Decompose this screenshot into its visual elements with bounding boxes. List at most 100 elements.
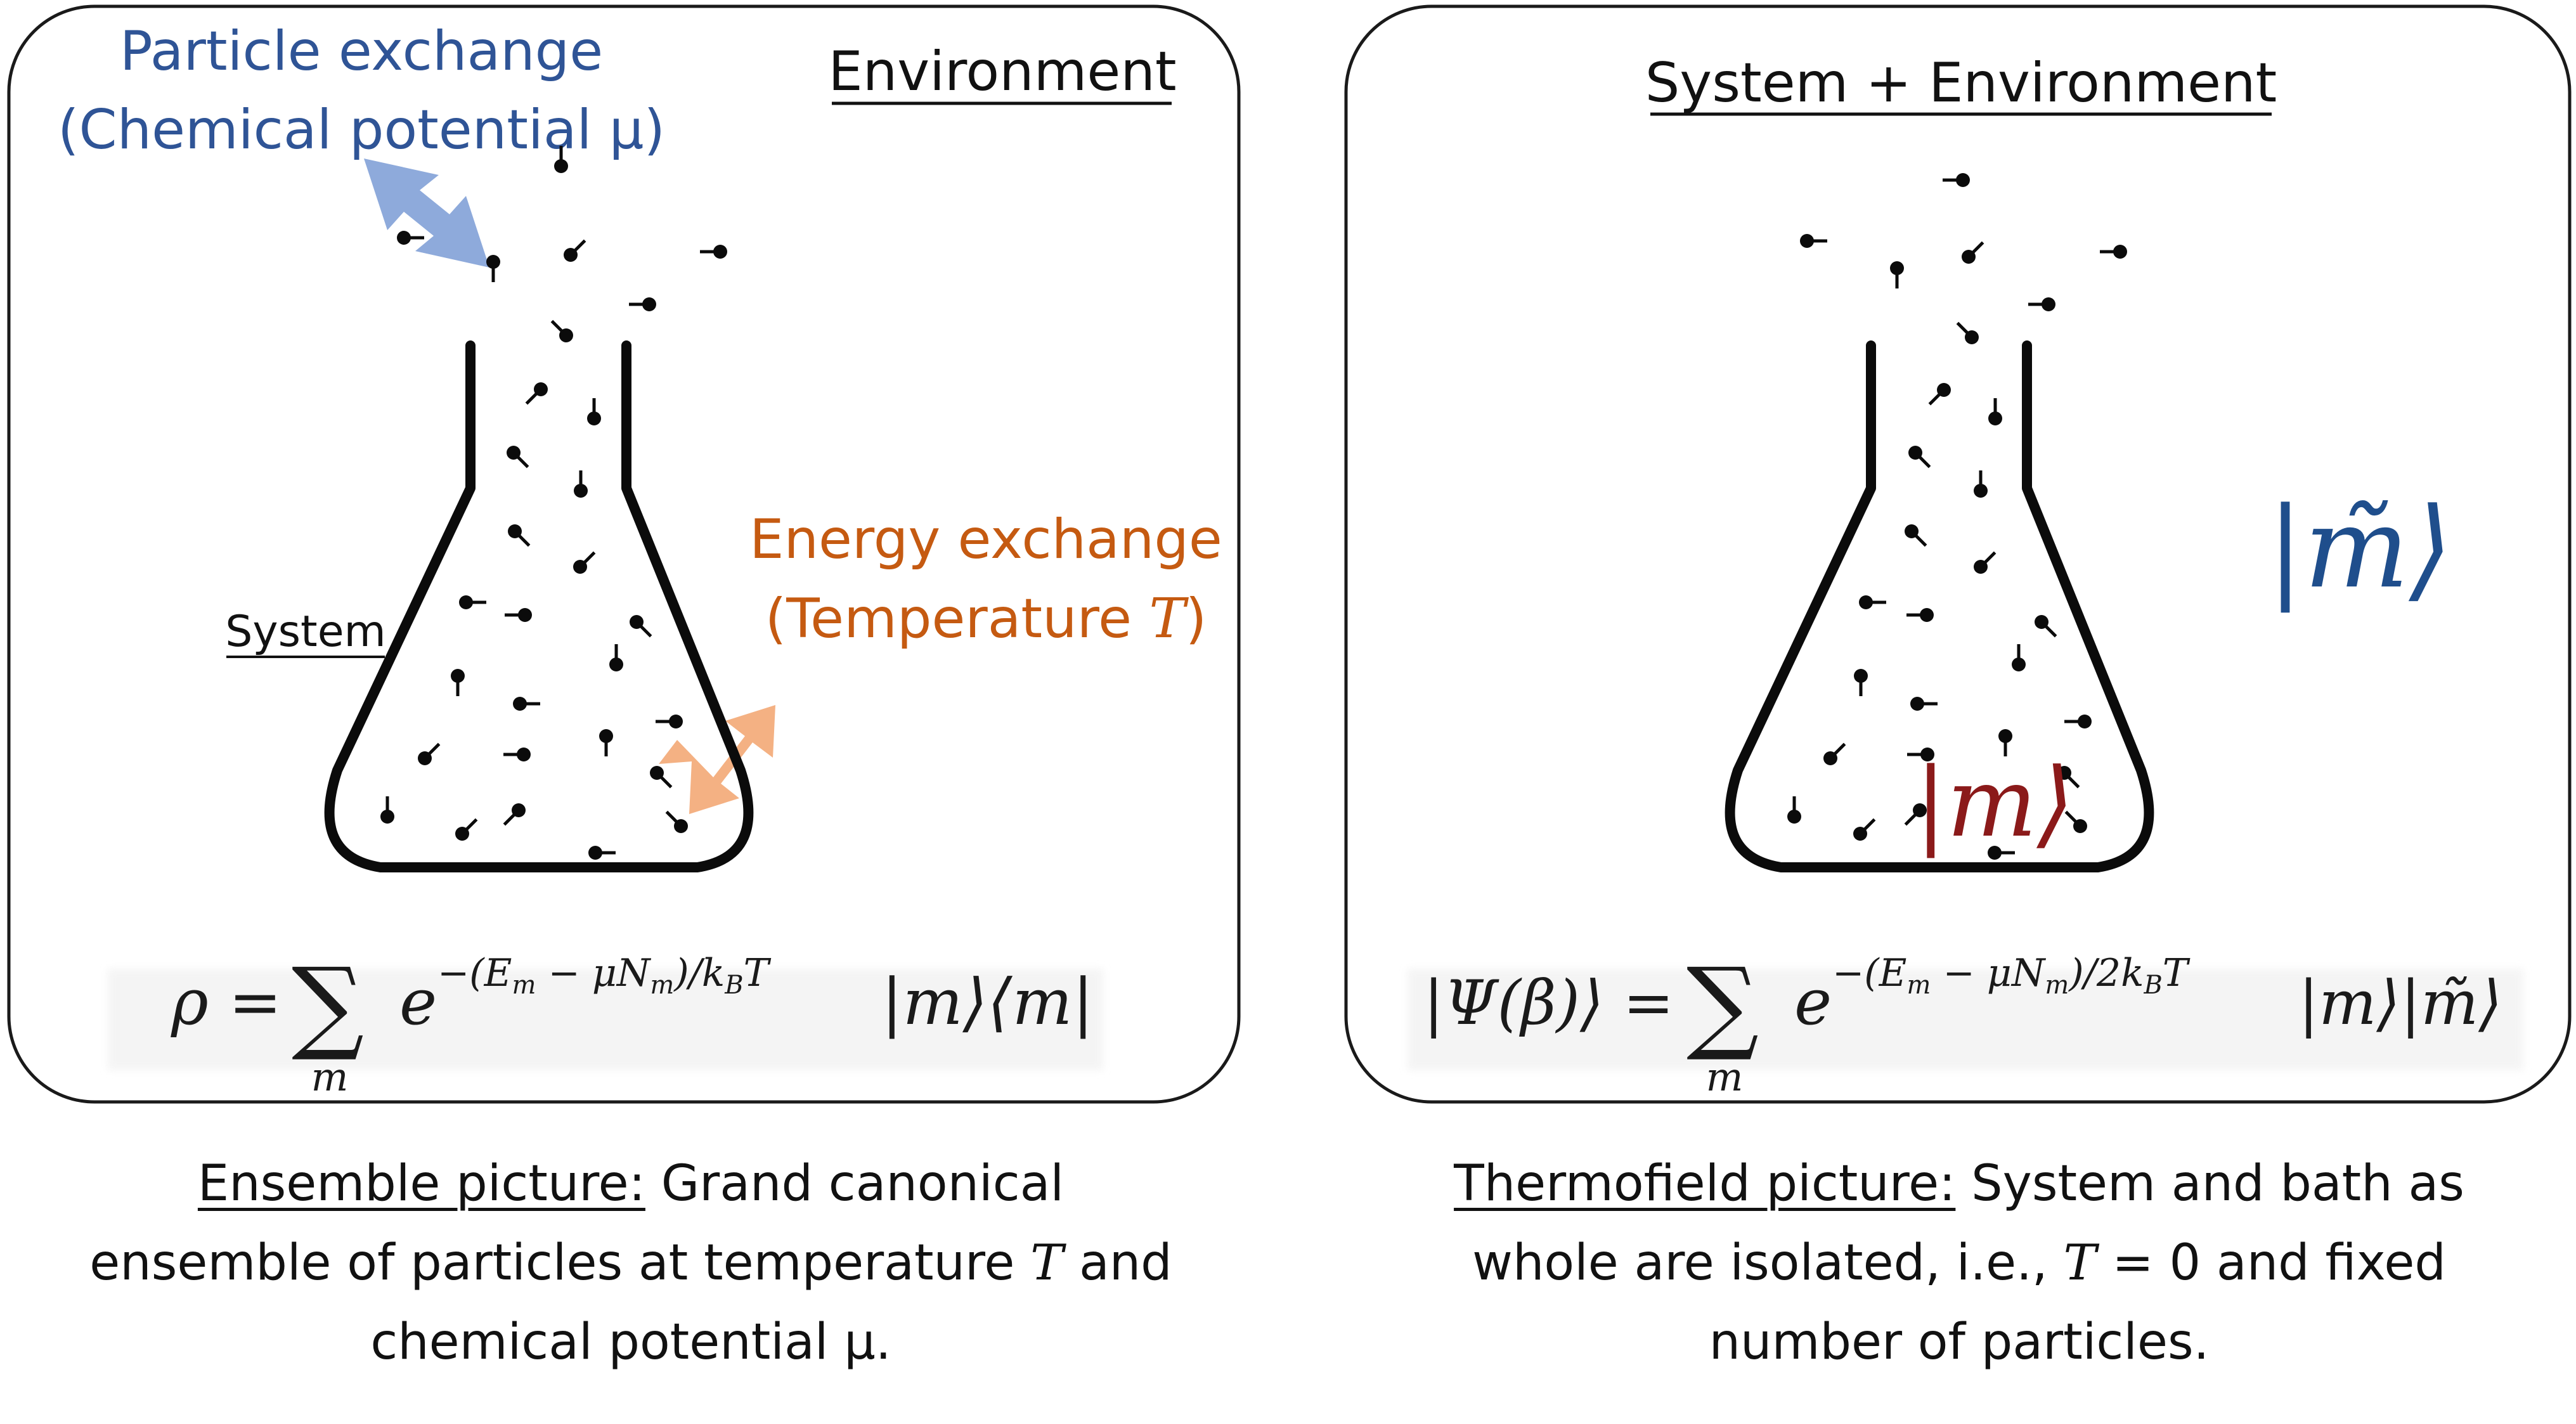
thermofield-caption: Thermofield picture: System and bath as … bbox=[1347, 1144, 2571, 1382]
particle bbox=[455, 827, 469, 841]
particle bbox=[1962, 250, 1976, 264]
particle bbox=[713, 245, 727, 259]
particle bbox=[486, 255, 500, 269]
particle bbox=[517, 748, 531, 761]
particle bbox=[451, 669, 465, 683]
thermofield-caption-heading: Thermofield picture: bbox=[1454, 1155, 1956, 1212]
particle bbox=[1908, 446, 1922, 460]
particle bbox=[554, 159, 568, 173]
formula-projector: |m⟩⟨m| bbox=[881, 965, 1094, 1039]
ensemble-caption-line2: ensemble of particles at temperature T a… bbox=[89, 1234, 1172, 1291]
energy-exchange-arrow bbox=[659, 705, 775, 814]
particle bbox=[1988, 846, 2002, 860]
formula-sum: ∑ bbox=[292, 945, 364, 1064]
flask bbox=[324, 340, 754, 872]
particle bbox=[2042, 297, 2055, 311]
particles-right bbox=[1787, 173, 2127, 860]
particle bbox=[1974, 484, 1988, 498]
particle bbox=[1913, 803, 1927, 817]
particle bbox=[2035, 615, 2049, 629]
particle bbox=[380, 810, 394, 824]
particle bbox=[1905, 524, 1919, 538]
particle bbox=[2078, 715, 2092, 728]
right-panel-frame bbox=[1344, 4, 2572, 1104]
energy-exchange-subtitle: (Temperature T) bbox=[765, 587, 1207, 651]
particle bbox=[534, 382, 548, 396]
ensemble-caption-heading: Ensemble picture: bbox=[197, 1155, 645, 1212]
particle bbox=[418, 751, 432, 765]
particle bbox=[650, 766, 664, 780]
particle bbox=[1787, 810, 1801, 824]
particle bbox=[1800, 234, 1814, 248]
particle bbox=[599, 729, 613, 743]
ket-m: |m⟩ bbox=[1915, 748, 2074, 858]
thermofield-caption-line3: number of particles. bbox=[1709, 1314, 2210, 1371]
particle bbox=[512, 803, 526, 817]
particle bbox=[1920, 608, 1934, 622]
left-panel: Environment Particle exchange (Chemical … bbox=[7, 4, 1241, 1104]
tfd-ket-product: |m⟩|m̃⟩ bbox=[2298, 968, 2502, 1039]
ensemble-caption-line3: chemical potential μ. bbox=[370, 1314, 891, 1371]
particle bbox=[559, 328, 573, 342]
ensemble-formula: ρ = ∑ m e −(Em − μNm)/kBT |m⟩⟨m| bbox=[171, 945, 1094, 1100]
particle bbox=[1988, 411, 2002, 425]
particle bbox=[642, 297, 656, 311]
particle bbox=[2113, 245, 2127, 259]
particle bbox=[1859, 595, 1873, 609]
particle bbox=[1890, 261, 1904, 275]
tfd-exp-base: e bbox=[1794, 965, 1832, 1039]
particle bbox=[513, 697, 527, 711]
flask-right bbox=[1725, 340, 2154, 872]
particle-exchange-arrow bbox=[364, 159, 489, 268]
particle bbox=[564, 248, 578, 262]
particle bbox=[587, 411, 601, 425]
particle bbox=[2057, 766, 2071, 780]
particle bbox=[674, 819, 688, 833]
thermofield-formula: |Ψ(β)⟩ = ∑ m e −(Em − μNm)/2kBT |m⟩|m̃⟩ bbox=[1423, 945, 2502, 1100]
particle bbox=[518, 608, 532, 622]
tfd-lhs: |Ψ(β)⟩ = bbox=[1423, 968, 1674, 1039]
particle bbox=[573, 560, 587, 574]
particle bbox=[1974, 560, 1988, 574]
tfd-sum: ∑ bbox=[1686, 945, 1759, 1064]
formula-lhs: ρ = bbox=[171, 965, 282, 1039]
particle bbox=[397, 231, 411, 245]
particle bbox=[1854, 669, 1868, 683]
particle bbox=[1998, 729, 2012, 743]
particle bbox=[2073, 819, 2087, 833]
particle bbox=[1910, 697, 1924, 711]
particle-exchange-subtitle: (Chemical potential μ) bbox=[58, 98, 665, 162]
formula-sum-index: m bbox=[311, 1054, 349, 1100]
formula-exponent: −(Em − μNm)/kBT bbox=[437, 951, 772, 1000]
particle bbox=[508, 524, 522, 538]
particle bbox=[459, 595, 473, 609]
thermofield-caption-line2: whole are isolated, i.e., T = 0 and fixe… bbox=[1472, 1234, 2446, 1291]
particle bbox=[669, 715, 683, 728]
particle-exchange-title: Particle exchange bbox=[120, 20, 603, 83]
tfd-sum-index: m bbox=[1706, 1054, 1744, 1100]
particle bbox=[1920, 748, 1934, 761]
particle bbox=[1823, 751, 1837, 765]
ensemble-caption-line1: Ensemble picture: Grand canonical bbox=[197, 1155, 1065, 1212]
environment-label: Environment bbox=[828, 40, 1176, 103]
tfd-formula-shadow bbox=[1408, 969, 2523, 1070]
particle bbox=[1937, 383, 1951, 397]
ket-m-tilde: |m̃⟩ bbox=[2267, 484, 2452, 613]
particle bbox=[1853, 827, 1867, 841]
particle bbox=[630, 615, 644, 629]
particle bbox=[1956, 173, 1970, 187]
thermofield-caption-line1: Thermofield picture: System and bath as bbox=[1454, 1155, 2464, 1212]
right-panel: System + Environment |m⟩ |m̃⟩ |Ψ(β)⟩ = ∑… bbox=[1344, 4, 2572, 1104]
system-label: System bbox=[225, 607, 386, 657]
particle bbox=[1965, 330, 1979, 344]
system-environment-title: System + Environment bbox=[1645, 51, 2277, 115]
particle bbox=[609, 657, 623, 671]
particle bbox=[588, 846, 602, 860]
particle bbox=[507, 446, 521, 460]
left-panel-frame bbox=[7, 4, 1241, 1104]
particle bbox=[574, 484, 588, 498]
formula-exp-base: e bbox=[399, 965, 437, 1039]
tfd-exponent: −(Em − μNm)/2kBT bbox=[1832, 951, 2191, 1000]
particle bbox=[2012, 657, 2026, 671]
